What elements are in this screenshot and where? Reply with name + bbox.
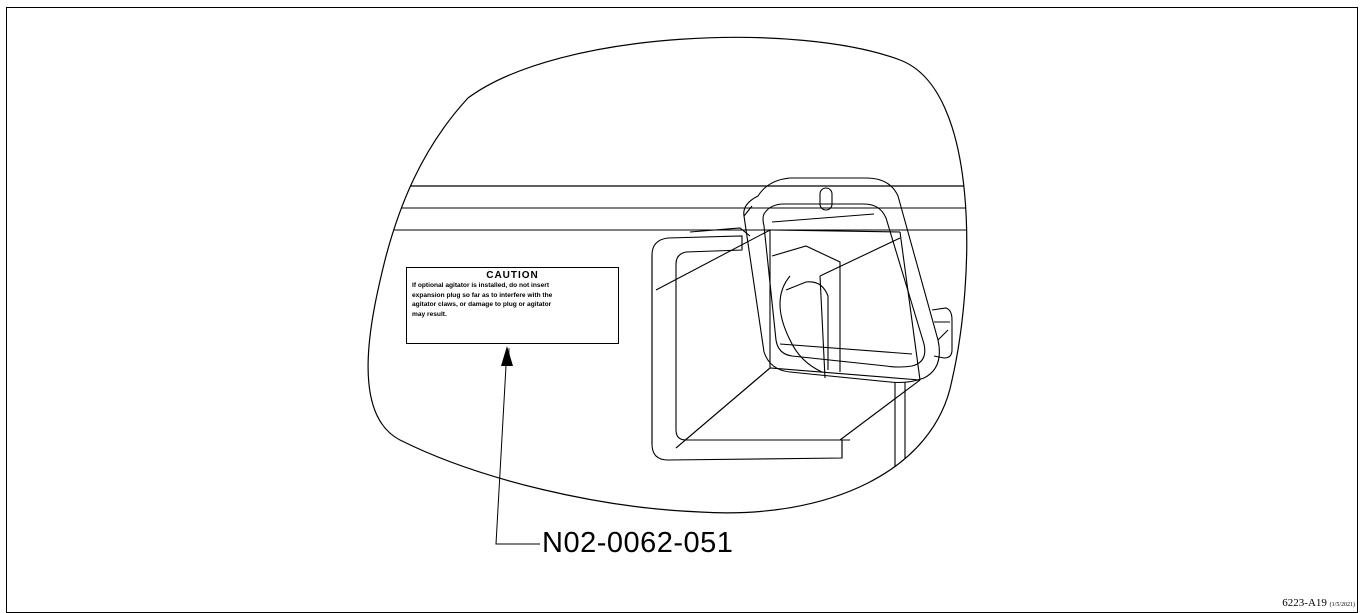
caution-line: If optional agitator is installed, do no…: [412, 282, 550, 289]
spout-left-wall: [655, 229, 771, 449]
caution-line: agitator claws, or damage to plug or agi…: [412, 301, 552, 308]
handle-inner: [762, 203, 926, 368]
detail-boundary: [367, 36, 968, 514]
caution-line: expansion plug so far as to interfere wi…: [412, 291, 553, 299]
caution-line: may result.: [412, 310, 447, 318]
drawing-reference: 6223-A19 (1/5/2021): [1282, 597, 1355, 609]
handle-outer: [743, 177, 940, 384]
inner-chute: [771, 245, 841, 372]
side-pin: [931, 307, 953, 359]
leader-arrowhead: [501, 346, 513, 366]
outlet-frame: [651, 235, 843, 461]
spout-bottom: [675, 367, 921, 449]
spout-right-wall: [899, 231, 921, 381]
caution-text: If optional agitator is installed, do no…: [412, 281, 613, 319]
handle-slot: [819, 187, 833, 211]
reference-code: 6223-A19: [1282, 597, 1327, 609]
part-number-callout: N02-0062-051: [542, 527, 734, 559]
callout-leader: [495, 347, 540, 545]
reference-date: (1/5/2021): [1329, 602, 1355, 608]
caution-decal: CAUTION If optional agitator is installe…: [406, 267, 619, 344]
caution-heading: CAUTION: [486, 270, 539, 281]
